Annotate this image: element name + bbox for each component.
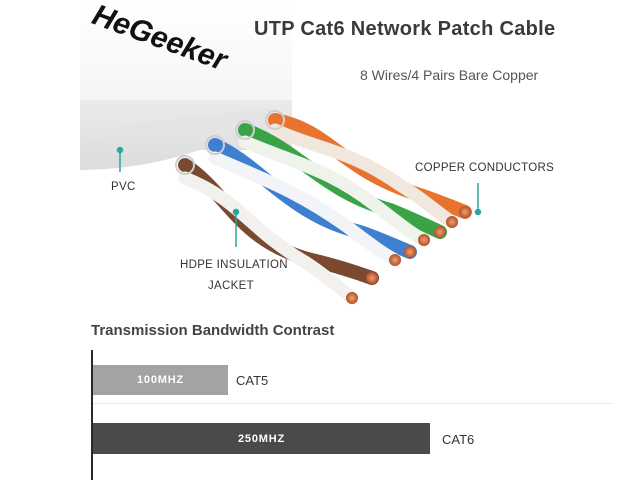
hdpe-label-line1: HDPE INSULATION <box>180 259 288 271</box>
pvc-label: PVC <box>111 181 136 193</box>
cat6-bar: 250MHZ <box>93 423 430 454</box>
bandwidth-section-title: Transmission Bandwidth Contrast <box>91 322 335 339</box>
brown-wire-pair <box>178 158 379 305</box>
cat6-label: CAT6 <box>442 432 475 447</box>
hdpe-label-line2: JACKET <box>208 280 254 292</box>
page-title: UTP Cat6 Network Patch Cable <box>254 18 556 40</box>
callout-pointer-icon <box>116 146 482 247</box>
page-subtitle: 8 Wires/4 Pairs Bare Copper <box>360 67 539 83</box>
orange-wire-pair <box>268 113 472 229</box>
cat5-bar: 100MHZ <box>93 365 228 395</box>
copper-conductors <box>346 206 471 304</box>
blue-wire-pair <box>208 138 417 267</box>
green-wire-pair <box>238 123 447 247</box>
copper-conductors-label: COPPER CONDUCTORS <box>415 162 555 174</box>
wire-cross-sections <box>175 110 285 175</box>
chart-axis <box>91 350 93 480</box>
cat5-label: CAT5 <box>236 373 269 388</box>
chart-divider <box>93 403 613 404</box>
cable-illustration: HeGeeker <box>80 0 482 305</box>
